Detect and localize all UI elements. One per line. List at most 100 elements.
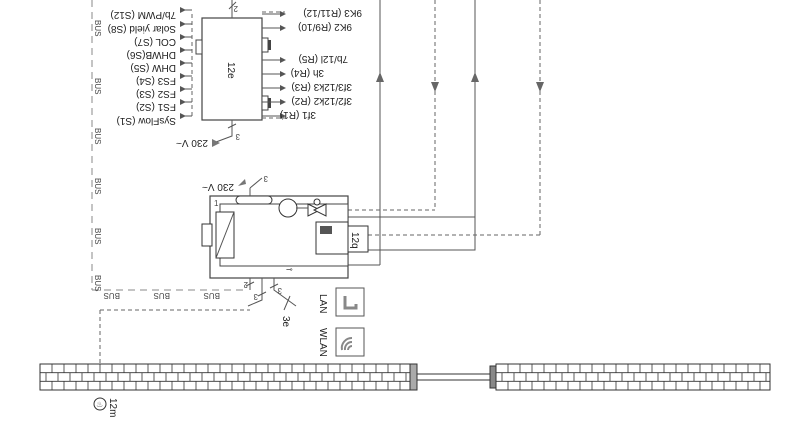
arrow-icon <box>280 99 286 105</box>
terminal-label: 3f3/12k3 (R3) <box>262 81 352 92</box>
arrow-icon <box>471 72 479 82</box>
arrow-icon <box>376 72 384 82</box>
arrow-icon <box>280 71 286 77</box>
wlan-label: WLAN <box>317 328 328 357</box>
sensor-12m-label: 12m <box>107 398 118 417</box>
bus-label: BUS <box>93 228 102 244</box>
brick-pattern <box>495 364 770 390</box>
module-12e-cable-count: 2 <box>233 4 238 13</box>
pump-cable <box>283 295 291 311</box>
expansion-vessel-icon <box>235 195 273 205</box>
wifi-icon <box>347 345 353 351</box>
bus-label: BUS <box>154 291 170 300</box>
lan-label: LAN <box>317 294 328 313</box>
display-icon <box>320 226 332 234</box>
terminal-label: Solar yield (S8) <box>108 21 192 34</box>
terminal-dhw: DHW (S5) <box>130 62 176 73</box>
terminal-fs3: FS3 (S4) <box>136 75 176 86</box>
bus-label: BUS <box>93 178 102 194</box>
module-12q-housing <box>347 225 369 253</box>
terminal-3f1: 3f1 (R1) <box>280 109 316 120</box>
terminal-label: SysFlow (S1) <box>117 113 192 126</box>
arrow-icon <box>180 99 186 105</box>
arrow-icon <box>180 73 186 79</box>
terminal-label: COL (S7) <box>134 34 192 47</box>
terminal-label: 7b/PWM (S12) <box>110 7 192 20</box>
flow-sensor-icon: ⊸ <box>286 265 293 274</box>
terminal-3f3: 3f3/12k3 (R3) <box>291 81 352 92</box>
arrow-icon <box>280 25 286 31</box>
cable-tick <box>227 123 237 129</box>
bus-label: BUS <box>93 275 102 291</box>
lan-module: LAN <box>317 287 365 317</box>
module-12e-box <box>201 17 263 121</box>
module-12e-power-label: 230 V~ <box>176 137 208 148</box>
terminal-label: FS3 (S4) <box>136 73 192 86</box>
arrow-icon <box>180 113 186 119</box>
boiler: 1 12q 3 230 V~ ⊸ <box>201 174 369 279</box>
module-12e-connector <box>261 37 269 53</box>
boiler-wire-count: 3 <box>253 292 258 301</box>
bus-labels: BUS BUS BUS BUS BUS BUS BUS BUS BUS <box>93 20 220 300</box>
module-12e-right-terminals: 9K3 (R11/12) 9K2 (R9/10) 7b/12l (R5) 3h … <box>262 7 362 120</box>
arrow-icon <box>180 34 186 40</box>
arrow-icon <box>280 113 286 119</box>
boiler-power-wire-count: 3 <box>263 174 268 183</box>
terminal-fs1: FS1 (S2) <box>136 101 176 112</box>
bus-label: BUS <box>93 128 102 144</box>
bus-label: BUS <box>104 291 120 300</box>
boiler-bottom-wires: 2 3 3 3e <box>243 278 297 328</box>
bus-label: BUS <box>93 78 102 94</box>
bus-label: BUS <box>93 20 102 36</box>
control-lines <box>320 0 544 266</box>
burner-icon <box>201 223 213 247</box>
module-12e-connector <box>195 39 203 55</box>
module-12e-connector <box>268 40 271 50</box>
valve-actuator-icon <box>313 198 321 206</box>
valve-icon <box>312 203 327 217</box>
module-12e-connector <box>268 98 271 108</box>
terminal-solar-yield: Solar yield (S8) <box>108 23 176 34</box>
outdoor-sensor-12m: ♨ 12m <box>93 397 118 417</box>
arrow-icon <box>180 7 186 13</box>
heat-exchanger-icon <box>215 211 235 259</box>
arrow-icon <box>180 60 186 66</box>
terminal-9k3: 9K3 (R11/12) <box>303 7 362 18</box>
module-12e: 12e 2 3 230 V~ <box>176 0 285 148</box>
terminal-col: COL (S7) <box>134 36 176 47</box>
terminal-fs2: FS2 (S3) <box>136 88 176 99</box>
wall <box>39 363 771 391</box>
terminal-label: FS1 (S2) <box>136 99 192 112</box>
module-12e-id: 12e <box>225 62 236 79</box>
terminal-9k2: 9K2 (R9/10) <box>298 21 352 32</box>
terminal-label: 3f1 (R1) <box>262 109 316 120</box>
arrow-icon <box>180 86 186 92</box>
terminal-sysflow: SysFlow (S1) <box>117 115 176 126</box>
boiler-number: 1 <box>214 199 219 208</box>
pump-3e-label: 3e <box>280 316 291 328</box>
boiler-wire-count: 2 <box>243 280 248 289</box>
terminal-label: FS2 (S3) <box>136 86 192 99</box>
brick-pattern <box>39 364 410 390</box>
boiler-power-wire <box>249 177 263 189</box>
bus-line <box>91 0 245 291</box>
lan-cable-icon <box>343 296 358 310</box>
wall-duct <box>416 373 496 381</box>
bus-label: BUS <box>204 291 220 300</box>
wall-right-section <box>495 363 771 391</box>
arrow-icon <box>238 179 246 186</box>
terminal-label: 9K3 (R11/12) <box>262 7 362 18</box>
terminal-label: 9K2 (R9/10) <box>262 21 352 32</box>
terminal-label: DHW (S5) <box>130 60 192 73</box>
arrow-icon <box>212 139 220 147</box>
arrow-icon <box>280 11 286 17</box>
terminal-7b-12l: 7b/12l (R5) <box>299 53 348 64</box>
module-12e-left-terminals: 7b/PWM (S12) Solar yield (S8) COL (S7) D… <box>108 7 192 126</box>
sensor-12m-symbol: ♨ <box>96 400 103 409</box>
terminal-3f2: 3f2/12k2 (R2) <box>291 95 352 106</box>
arrow-icon <box>180 21 186 27</box>
arrow-icon <box>180 47 186 53</box>
boiler-wire-count: 3 <box>277 286 282 295</box>
